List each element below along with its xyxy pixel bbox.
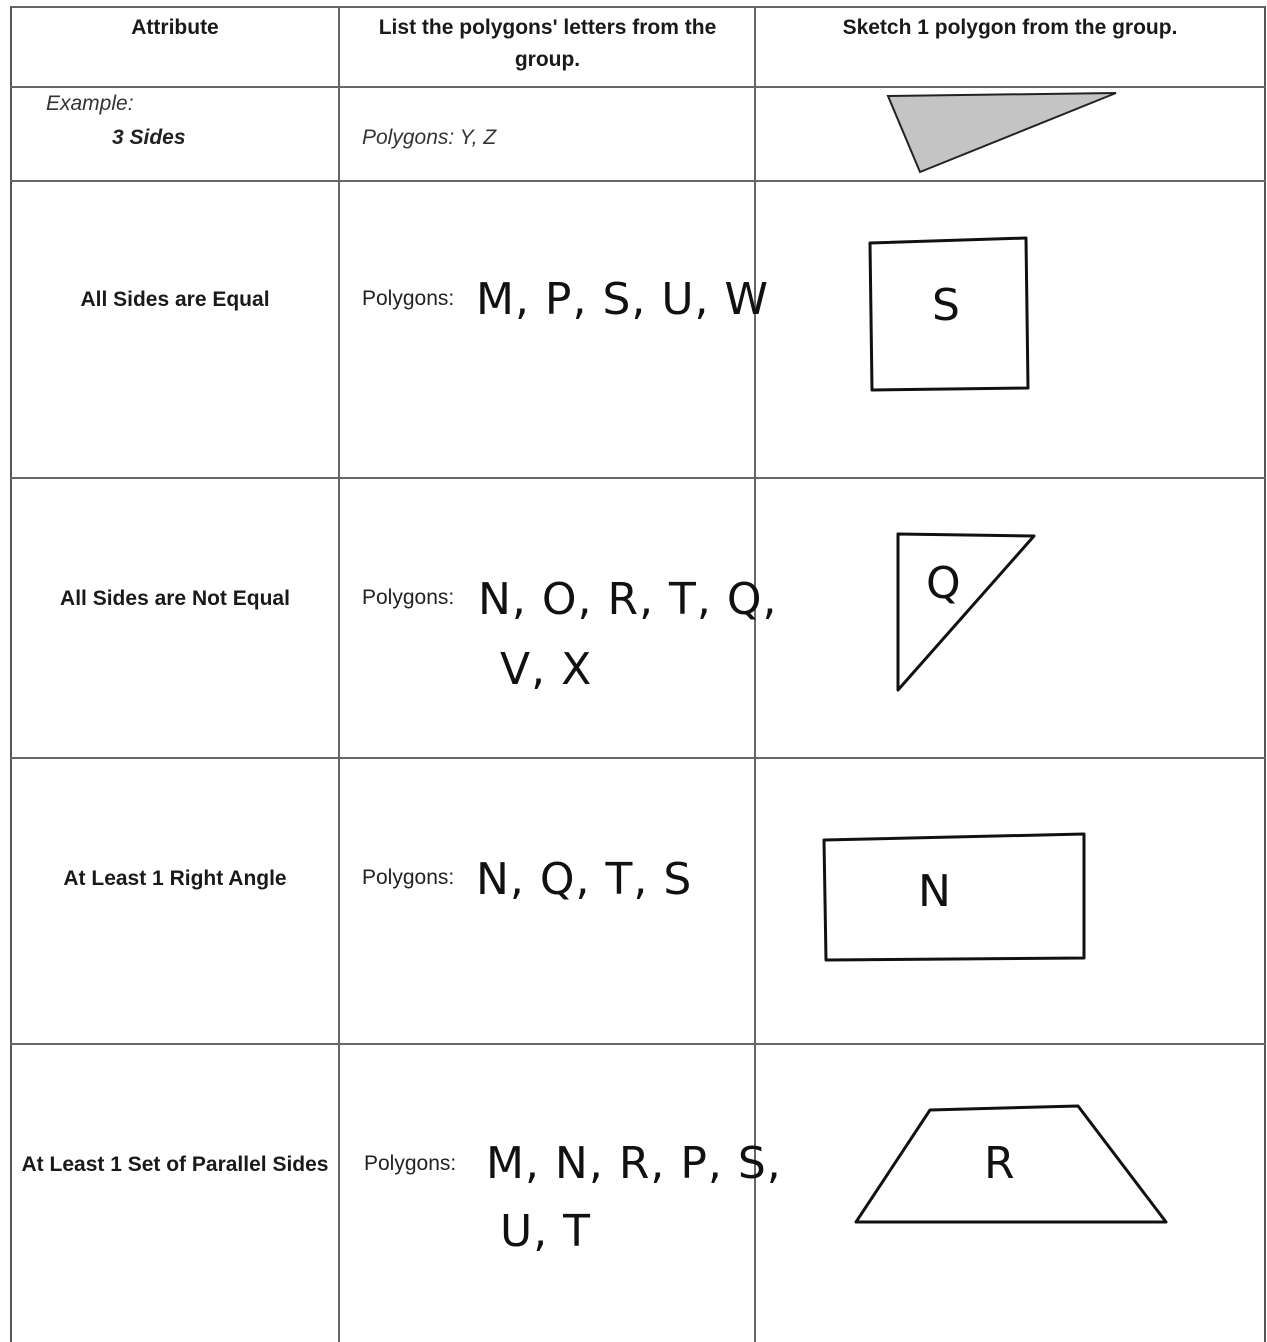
header-attribute: Attribute [131, 16, 219, 39]
polygons-label: Polygons: [362, 287, 455, 310]
worksheet-table [10, 6, 1266, 1342]
sketch-letter-s: S [932, 280, 960, 331]
sketch-letter-n: N [918, 866, 951, 917]
answer-parallel-sides-line1: M, N, R, P, S, [486, 1138, 782, 1189]
polygons-label: Polygons: [362, 586, 455, 609]
row-divider [10, 180, 1266, 182]
row-divider [10, 477, 1266, 479]
attribute-right-angle: At Least 1 Right Angle [63, 867, 287, 890]
answer-all-sides-equal: M, P, S, U, W [476, 274, 770, 325]
header-list-letters: List the polygons' letters from the grou… [378, 16, 717, 71]
attribute-parallel-sides: At Least 1 Set of Parallel Sides [21, 1153, 329, 1176]
example-polygons: Polygons: Y, Z [362, 126, 497, 149]
answer-right-angle: N, Q, T, S [476, 854, 693, 905]
polygons-label: Polygons: [362, 866, 455, 889]
header-sketch: Sketch 1 polygon from the group. [842, 16, 1178, 39]
answer-all-sides-not-equal-line1: N, O, R, T, Q, [478, 574, 778, 625]
sketch-letter-r: R [984, 1138, 1015, 1189]
answer-all-sides-not-equal-line2: V, X [500, 644, 593, 695]
example-attribute: 3 Sides [112, 126, 186, 149]
attribute-all-sides-not-equal: All Sides are Not Equal [60, 587, 290, 610]
row-divider [10, 86, 1266, 88]
polygons-label: Polygons: [364, 1152, 457, 1175]
example-label: Example: [46, 92, 134, 115]
answer-parallel-sides-line2: U, T [500, 1206, 592, 1257]
attribute-all-sides-equal: All Sides are Equal [80, 288, 270, 311]
column-divider [338, 6, 340, 1342]
column-divider [754, 6, 756, 1342]
sketch-letter-q: Q [926, 558, 961, 609]
row-divider [10, 1043, 1266, 1045]
row-divider [10, 757, 1266, 759]
